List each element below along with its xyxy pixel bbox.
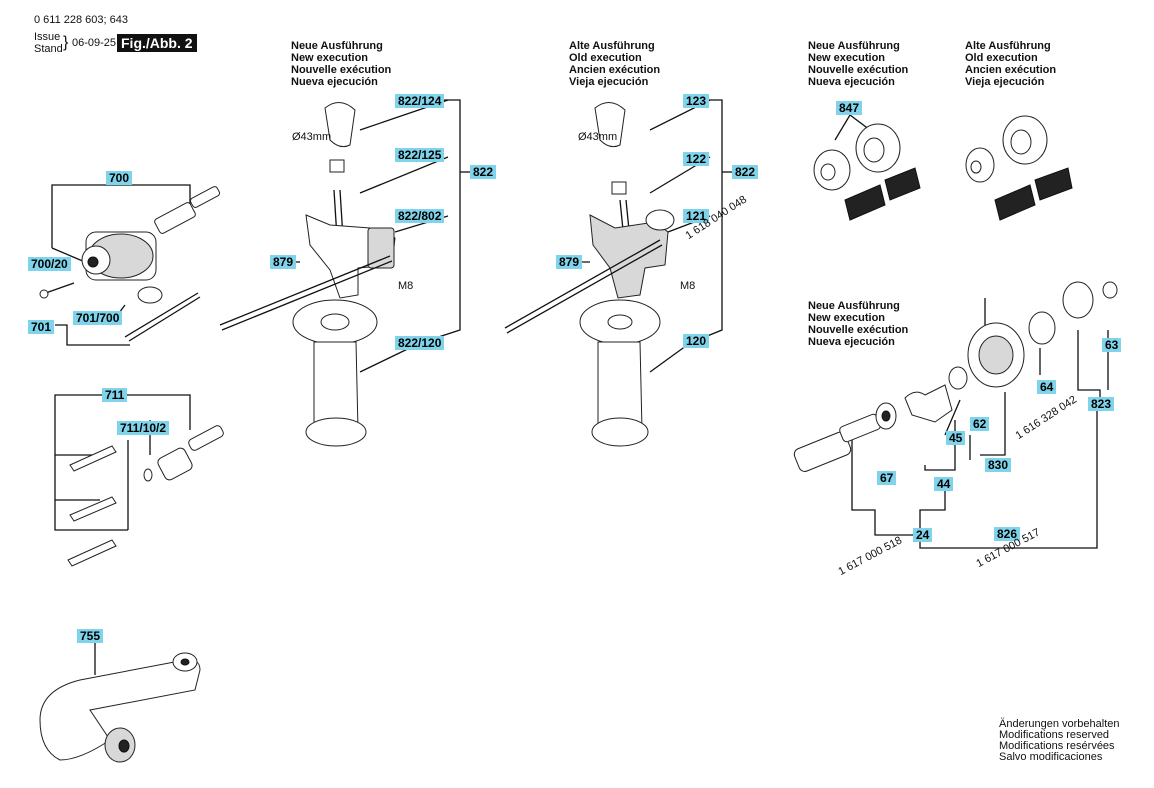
label-879-new: 879 — [270, 255, 297, 269]
label-830: 830 — [985, 458, 1012, 472]
stand-label: Stand — [34, 43, 63, 55]
label-120: 120 — [683, 334, 710, 348]
label-879-old: 879 — [556, 255, 583, 269]
label-700: 700 — [106, 171, 133, 185]
label-826: 826 — [994, 527, 1021, 541]
drill-chuck-illustration — [39, 186, 221, 342]
document-number: 0 611 228 603; 643 — [34, 14, 128, 26]
label-711-10-2: 711/10/2 — [117, 421, 170, 435]
auxiliary-handle-new-illustration — [219, 102, 396, 447]
screwdriver-bits-illustration — [67, 425, 224, 567]
thread-label-new: M8 — [398, 280, 414, 292]
figure-label: Fig./Abb. 2 — [117, 34, 197, 52]
label-122: 122 — [683, 152, 710, 166]
label-63: 63 — [1102, 338, 1122, 352]
label-44: 44 — [934, 477, 954, 491]
label-700-20: 700/20 — [28, 257, 71, 271]
angle-attachment-illustration — [39, 652, 201, 763]
clutch-rings-illustration — [813, 115, 1073, 221]
issue-date: 06-09-25 — [72, 37, 117, 49]
label-701-700: 701/700 — [73, 311, 123, 325]
label-847: 847 — [836, 101, 863, 115]
label-45: 45 — [946, 431, 966, 445]
label-67: 67 — [877, 471, 897, 485]
diameter-label-new: Ø43mm — [292, 131, 332, 143]
label-755: 755 — [77, 629, 104, 643]
label-822-124: 822/124 — [395, 94, 445, 108]
leader-lines — [51, 99, 1109, 675]
gear-assembly-illustration — [793, 281, 1118, 472]
brace-glyph: } — [63, 34, 69, 51]
label-24: 24 — [913, 528, 933, 542]
diameter-label-old: Ø43mm — [578, 131, 618, 143]
label-822-802: 822/802 — [395, 209, 445, 223]
label-822-new: 822 — [470, 165, 497, 179]
issue-label: Issue — [34, 31, 61, 43]
label-822-125: 822/125 — [395, 148, 445, 162]
label-123: 123 — [683, 94, 710, 108]
label-64: 64 — [1037, 380, 1057, 394]
label-822-old: 822 — [732, 165, 759, 179]
auxiliary-handle-old-illustration — [504, 102, 675, 447]
label-62: 62 — [970, 417, 990, 431]
label-701: 701 — [28, 320, 55, 334]
label-823: 823 — [1088, 397, 1115, 411]
label-711: 711 — [102, 388, 128, 402]
thread-label-old: M8 — [680, 280, 696, 292]
label-121: 121 — [683, 209, 710, 223]
label-822-120: 822/120 — [395, 336, 445, 350]
